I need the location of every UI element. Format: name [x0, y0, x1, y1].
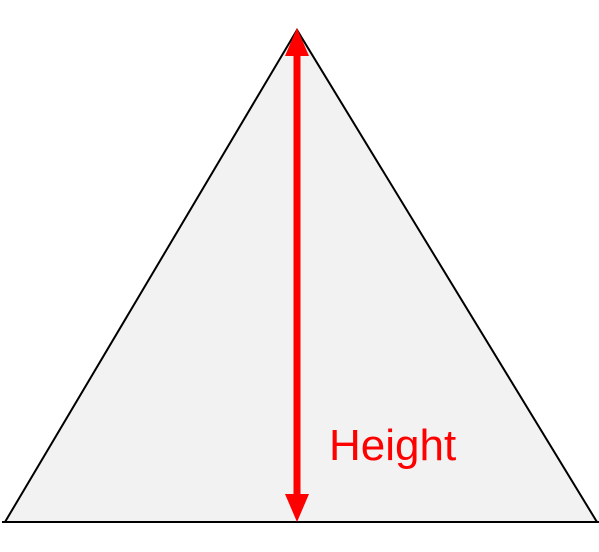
- height-label: Height: [329, 421, 456, 470]
- height-arrow-head-top: [285, 28, 309, 56]
- height-arrow: [285, 28, 309, 522]
- height-arrow-head-bottom: [285, 494, 309, 522]
